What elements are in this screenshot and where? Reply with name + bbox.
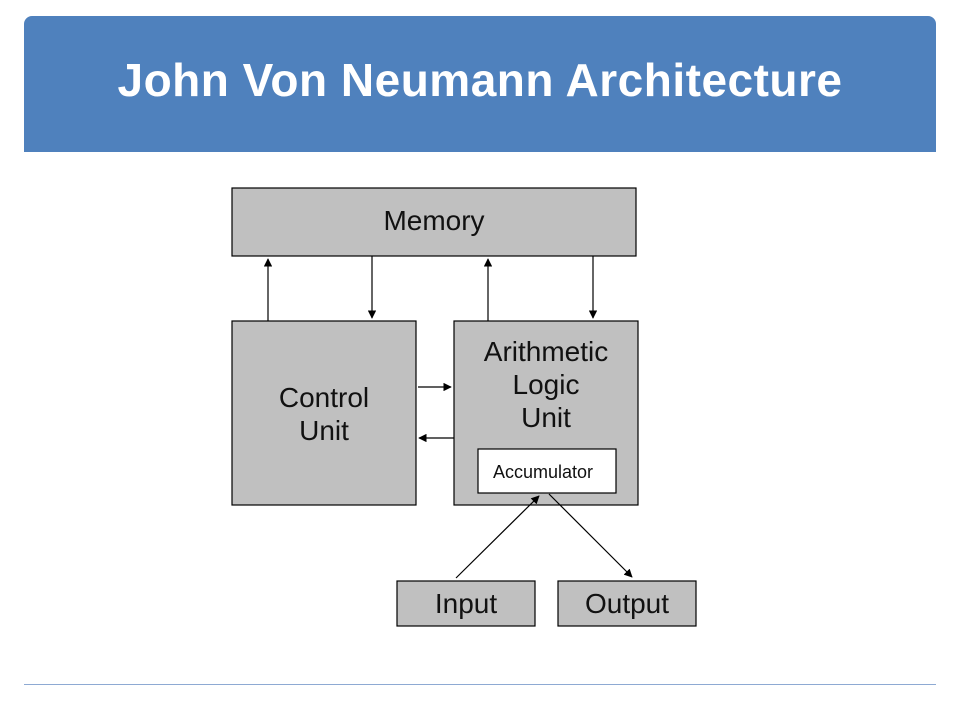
memory-label: Memory (383, 205, 484, 236)
control-unit-box: Control Unit (231, 320, 417, 506)
output-label: Output (585, 588, 669, 619)
accumulator-label: Accumulator (493, 462, 593, 482)
arrow-accumulator-to-output (548, 493, 633, 578)
output-box: Output (557, 580, 697, 627)
title-banner: John Von Neumann Architecture (24, 16, 936, 152)
alu-label-line3: Unit (521, 402, 571, 433)
control-unit-label-line2: Unit (299, 415, 349, 446)
input-label: Input (435, 588, 497, 619)
alu-label-line2: Logic (513, 369, 580, 400)
slide-title: John Von Neumann Architecture (117, 54, 843, 106)
alu-label-line1: Arithmetic (484, 336, 608, 367)
footer-divider (24, 684, 936, 685)
control-unit-label-line1: Control (279, 382, 369, 413)
memory-box: Memory (231, 187, 637, 257)
arrow-input-to-accumulator (455, 495, 540, 579)
accumulator-box: Accumulator (477, 448, 617, 494)
input-box: Input (396, 580, 536, 627)
